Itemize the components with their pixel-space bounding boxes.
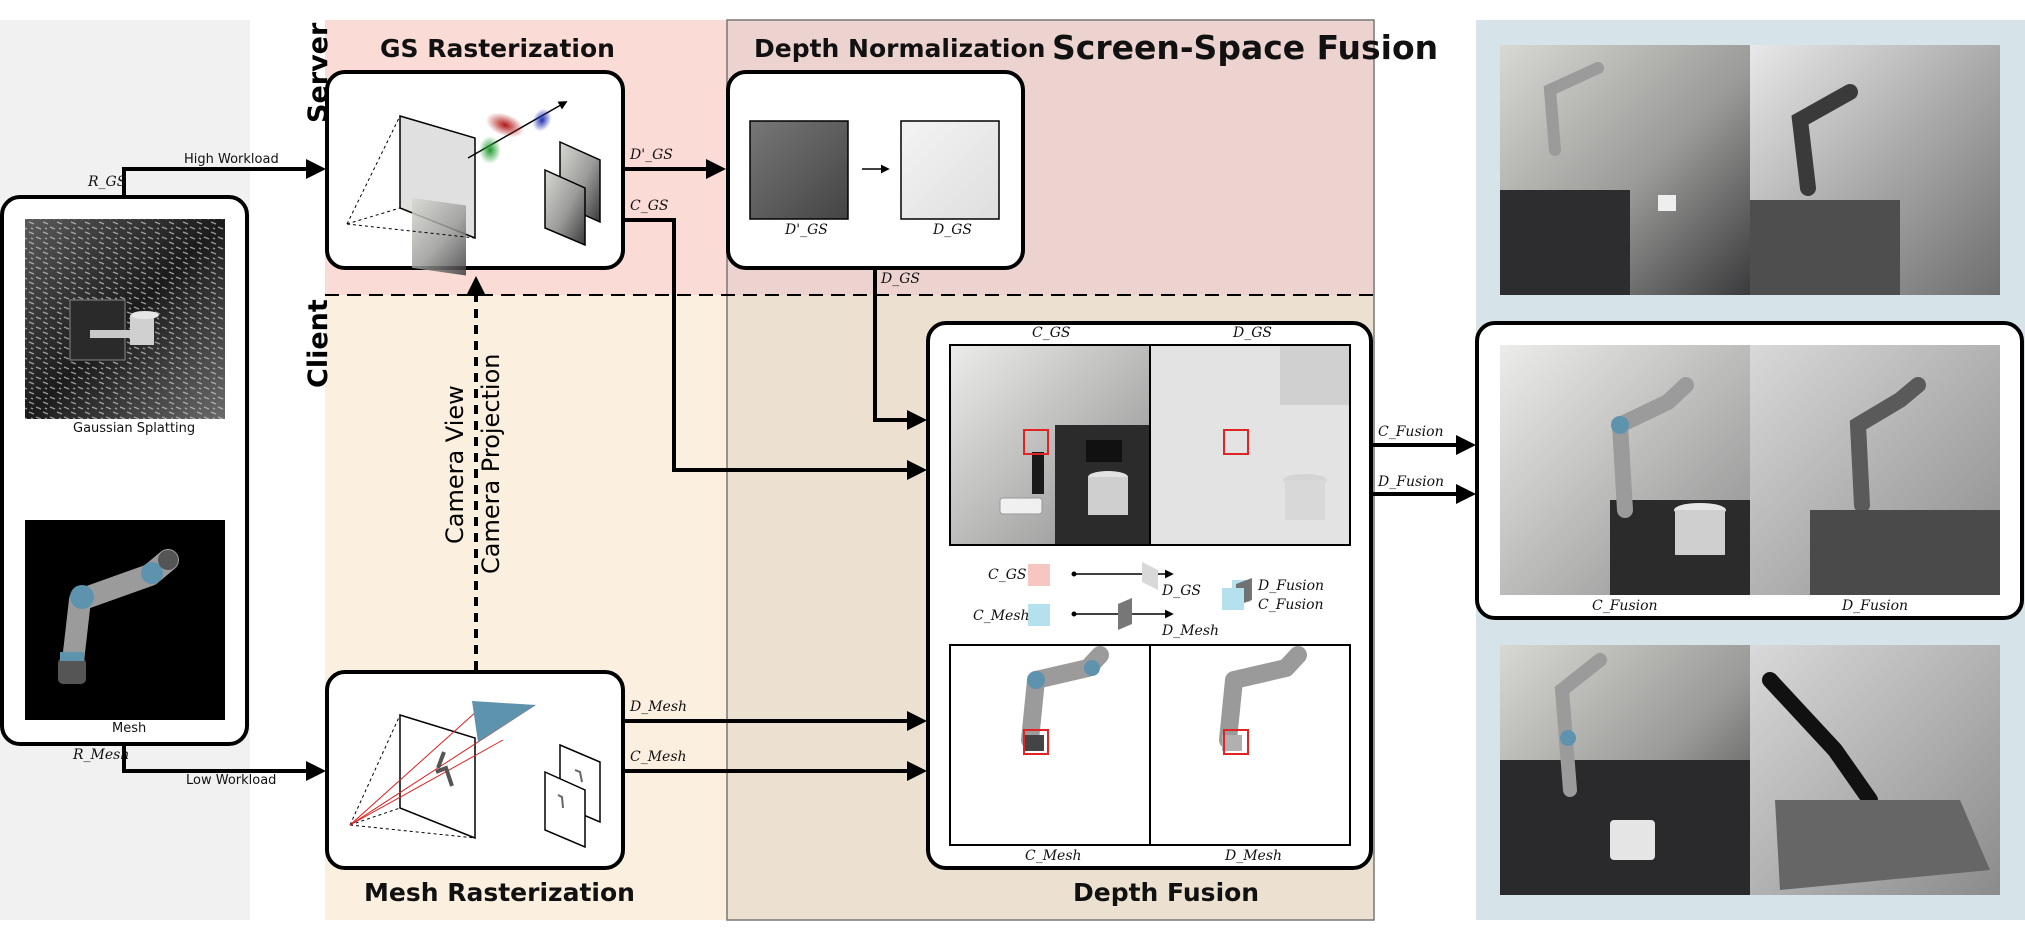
mesh-rasterization-title: Mesh Rasterization xyxy=(364,878,635,907)
output-top-images xyxy=(1500,45,2000,295)
fusion-legend xyxy=(1028,562,1252,630)
depth-fusion-title: Depth Fusion xyxy=(1073,878,1260,907)
c-mesh-symbol-fusion: C_Mesh xyxy=(1025,848,1082,864)
c-gs-symbol-fusion: C_GS xyxy=(1032,325,1071,341)
gaussian-splatting-label: Gaussian Splatting xyxy=(73,421,196,436)
d-gs-symbol-legend: D_GS xyxy=(1162,583,1201,599)
d-fusion-symbol-arrow: D_Fusion xyxy=(1378,474,1445,490)
screen-space-fusion-title: Screen-Space Fusion xyxy=(1052,28,1439,67)
image-plane-icon xyxy=(544,140,601,247)
d-gs-symbol-image: D_GS xyxy=(933,222,972,238)
mesh-image xyxy=(25,520,225,720)
camera-frustum-icon xyxy=(346,114,476,276)
mesh-label: Mesh xyxy=(112,721,147,736)
gaussian-blob-icon xyxy=(532,108,552,132)
gaussian-blob-icon xyxy=(479,136,501,164)
depth-normalization-title: Depth Normalization xyxy=(754,34,1046,63)
c-mesh-symbol-arrow: C_Mesh xyxy=(630,749,687,765)
triangle-icon xyxy=(472,701,536,742)
connections xyxy=(122,159,1476,781)
camera-view-label: Camera View xyxy=(441,385,469,544)
c-fusion-symbol-legend: C_Fusion xyxy=(1258,597,1324,613)
output-bottom-images xyxy=(1500,645,2000,895)
fusion-top-images xyxy=(949,344,1351,546)
c-gs-swatch xyxy=(1028,564,1050,586)
output-fused-images xyxy=(1500,345,2000,595)
gaussian-splatting-image xyxy=(25,219,225,419)
fusion-bottom-images xyxy=(949,644,1351,846)
c-fusion-symbol-arrow: C_Fusion xyxy=(1378,424,1444,440)
low-workload-label: Low Workload xyxy=(186,773,277,788)
c-mesh-symbol-legend: C_Mesh xyxy=(973,608,1030,624)
d-gs-raw-symbol-image: D'_GS xyxy=(785,222,828,238)
robot-arm-icon xyxy=(58,549,179,684)
r-mesh-symbol: R_Mesh xyxy=(73,747,130,763)
d-fusion-symbol-legend: D_Fusion xyxy=(1258,578,1325,594)
high-workload-label: High Workload xyxy=(184,152,279,167)
camera-projection-label: Camera Projection xyxy=(477,353,505,575)
r-gs-symbol: R_GS xyxy=(88,174,127,190)
d-fusion-symbol-output: D_Fusion xyxy=(1842,598,1909,614)
depth-normalized-image xyxy=(900,120,1000,220)
c-fusion-symbol-output: C_Fusion xyxy=(1592,598,1658,614)
gs-rasterization-title: GS Rasterization xyxy=(380,34,615,63)
d-mesh-symbol-arrow: D_Mesh xyxy=(630,699,688,715)
c-gs-symbol-arrow: C_GS xyxy=(630,198,669,214)
c-gs-symbol-legend: C_GS xyxy=(988,567,1027,583)
image-plane-icon xyxy=(544,743,601,849)
server-zone-label: Server xyxy=(303,22,334,123)
gaussian-blob-icon xyxy=(485,112,525,138)
d-mesh-symbol-legend: D_Mesh xyxy=(1162,623,1220,639)
c-mesh-swatch xyxy=(1028,604,1050,626)
client-zone-label: Client xyxy=(303,299,334,388)
d-mesh-symbol-fusion: D_Mesh xyxy=(1225,848,1283,864)
d-gs-symbol-fusion: D_GS xyxy=(1233,325,1272,341)
d-gs-symbol-arrow: D_GS xyxy=(881,271,920,287)
depth-raw-image xyxy=(749,120,849,220)
d-gs-raw-symbol-arrow: D'_GS xyxy=(630,147,673,163)
